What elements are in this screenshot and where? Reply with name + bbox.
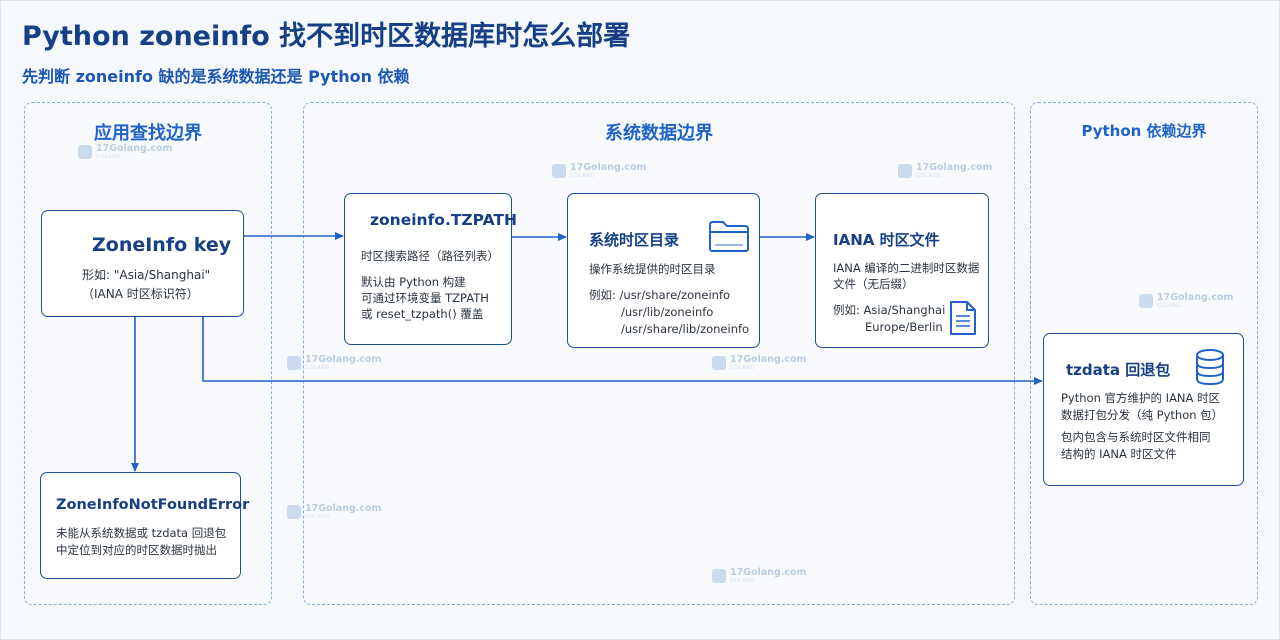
node-iana-tz-file-line: IANA 编译的二进制时区数据 xyxy=(833,261,980,275)
node-tzdata-line: 结构的 IANA 时区文件 xyxy=(1061,447,1177,461)
node-system-tz-dir-line: 操作系统提供的时区目录 xyxy=(589,262,716,276)
document-icon xyxy=(950,301,976,335)
node-tzdata-line: 包内包含与系统时区文件相同 xyxy=(1061,430,1211,444)
node-error-line: 未能从系统数据或 tzdata 回退包 xyxy=(56,526,227,540)
node-tzpath-line: 默认由 Python 构建 xyxy=(361,275,466,289)
node-zoneinfo-not-found-error: ZoneInfoNotFoundError 未能从系统数据或 tzdata 回退… xyxy=(40,472,249,579)
node-system-tz-dir-line: /usr/lib/zoneinfo xyxy=(621,305,714,319)
node-iana-tz-file-line: 文件（无后缀） xyxy=(833,277,914,291)
node-tzpath: zoneinfo.TZPATH 时区搜索路径（路径列表） 默认由 Python … xyxy=(344,193,517,345)
page-title: Python zoneinfo 找不到时区数据库时怎么部署 xyxy=(22,21,631,52)
node-zoneinfo-key-line: 形如: "Asia/Shanghai" xyxy=(82,268,211,282)
node-zoneinfo-key-line: （IANA 时区标识符） xyxy=(82,287,199,301)
zone-app-title: 应用查找边界 xyxy=(94,123,202,144)
node-iana-tz-file-title: IANA 时区文件 xyxy=(833,231,940,249)
node-tzdata-line: Python 官方维护的 IANA 时区 xyxy=(1061,391,1221,405)
node-zoneinfo-key: ZoneInfo key 形如: "Asia/Shanghai" （IANA 时… xyxy=(41,210,244,317)
node-iana-tz-file: IANA 时区文件 IANA 编译的二进制时区数据 文件（无后缀） 例如: As… xyxy=(815,193,989,348)
zone-system: 系统数据边界 xyxy=(303,102,1015,605)
node-iana-tz-file-line: Europe/Berlin xyxy=(865,320,943,334)
zone-system-title: 系统数据边界 xyxy=(605,123,713,144)
database-icon xyxy=(1196,349,1224,386)
zone-python-title: Python 依赖边界 xyxy=(1081,122,1207,140)
node-tzpath-line: 可通过环境变量 TZPATH xyxy=(361,291,489,305)
node-tzpath-line: 或 reset_tzpath() 覆盖 xyxy=(361,307,484,321)
node-error-line: 中定位到对应的时区数据时抛出 xyxy=(56,543,217,557)
node-system-tz-dir-line: 例如: /usr/share/zoneinfo xyxy=(589,288,731,302)
node-system-tz-dir-line: /usr/share/lib/zoneinfo xyxy=(621,322,750,336)
node-tzdata-line: 数据打包分发（纯 Python 包） xyxy=(1061,408,1224,422)
node-system-tz-dir-title: 系统时区目录 xyxy=(589,231,680,249)
page-subtitle: 先判断 zoneinfo 缺的是系统数据还是 Python 依赖 xyxy=(22,67,410,86)
node-iana-tz-file-line: 例如: Asia/Shanghai xyxy=(833,303,946,317)
node-tzdata: tzdata 回退包 Python 官方维护的 IANA 时区 数据打包分发（纯… xyxy=(1043,333,1244,486)
folder-icon xyxy=(709,221,749,252)
node-system-tz-dir: 系统时区目录 操作系统提供的时区目录 例如: /usr/share/zonein… xyxy=(567,193,760,348)
node-tzdata-title: tzdata 回退包 xyxy=(1066,361,1171,379)
node-error-title: ZoneInfoNotFoundError xyxy=(56,497,250,513)
node-zoneinfo-key-title: ZoneInfo key xyxy=(92,234,232,256)
node-tzpath-title: zoneinfo.TZPATH xyxy=(370,211,517,229)
node-tzpath-line: 时区搜索路径（路径列表） xyxy=(361,249,499,263)
